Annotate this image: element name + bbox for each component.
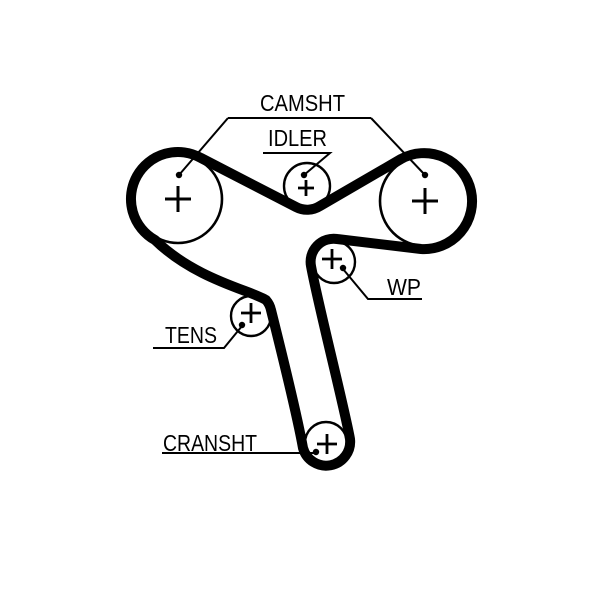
pulley-idler-center-cross-icon <box>298 180 314 196</box>
leader-lines <box>153 117 429 456</box>
timing-belt <box>126 147 478 471</box>
leader-dot-water-pump <box>339 264 347 272</box>
leader-dot-camshaft-left <box>175 171 183 179</box>
leader-tensioner <box>153 325 243 349</box>
labels: CAMSHT IDLER WP TENS CRANSHT <box>163 90 421 456</box>
leader-water-pump <box>342 268 422 300</box>
pulley-crankshaft-center-cross-icon <box>317 434 337 454</box>
leader-dot-crankshaft <box>312 448 320 456</box>
label-crankshaft: CRANSHT <box>163 430 257 456</box>
label-water-pump: WP <box>387 274 421 300</box>
label-camshaft: CAMSHT <box>260 90 345 116</box>
label-tensioner: TENS <box>165 322 217 348</box>
leader-dot-idler <box>300 171 308 179</box>
pulley-camshaft-left-center-cross-icon <box>165 186 191 212</box>
leader-idler <box>263 152 333 176</box>
leader-dot-tensioner <box>238 321 246 329</box>
pulley-water-pump-center-cross-icon <box>322 249 342 269</box>
pulley-camshaft-right-center-cross-icon <box>412 188 438 214</box>
leader-dot-camshaft-right <box>421 171 429 179</box>
label-idler: IDLER <box>268 125 327 151</box>
leader-camshaft <box>178 117 426 176</box>
pulley-tensioner-center-cross-icon <box>241 303 261 323</box>
